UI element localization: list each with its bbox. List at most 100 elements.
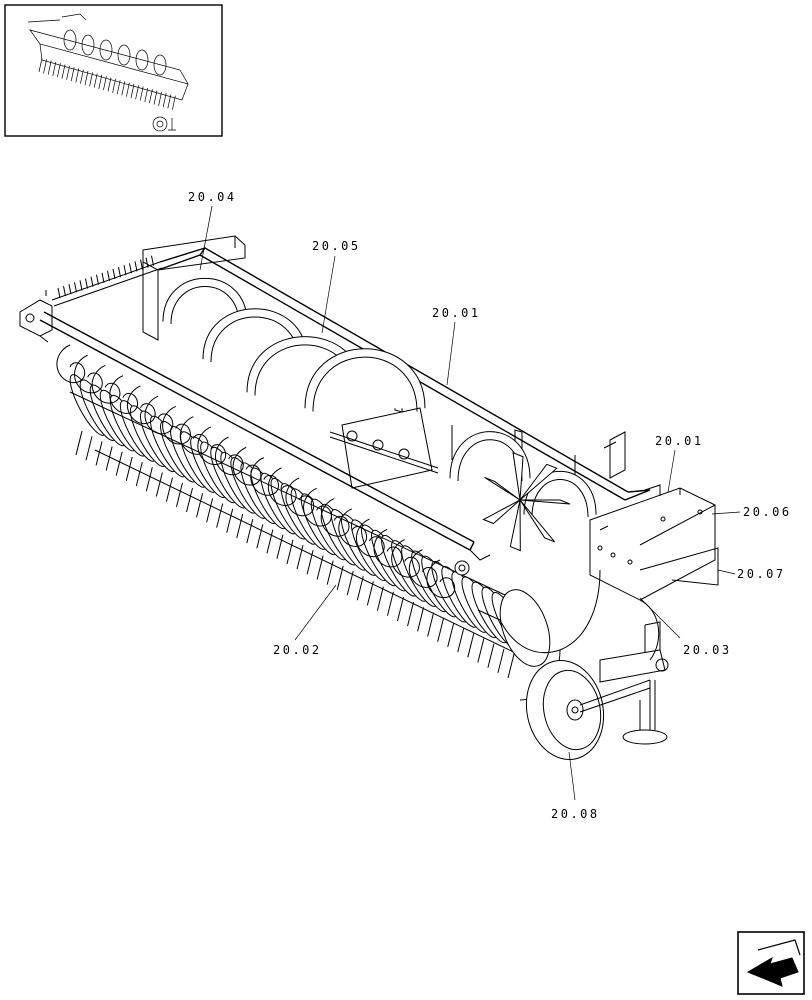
callout-20-08: 20.08	[551, 807, 600, 821]
leader-lines	[199, 205, 741, 801]
top-frame	[157, 247, 651, 501]
rotor-tine	[75, 430, 83, 456]
thumbnail-auger-flight	[153, 54, 167, 76]
rotor-tine	[356, 576, 364, 601]
rotor-tine	[467, 633, 475, 658]
spring-tine-loop	[162, 405, 191, 445]
spring-tine-loop	[373, 528, 403, 568]
thumbnail-tine	[162, 93, 167, 108]
thumbnail-tine	[149, 89, 153, 104]
thumbnail-tine	[130, 83, 135, 99]
thumbnail-pickup-rotor	[38, 29, 176, 110]
spring-tine-loop	[303, 487, 332, 527]
left-pivot-spring	[19, 255, 163, 343]
thumbnail-tine	[172, 95, 176, 110]
rotor-tine	[346, 570, 354, 596]
callout-20-01-rear: 20.01	[432, 306, 481, 320]
thumbnail-auger-flight	[81, 34, 95, 56]
spring-tine-loop	[56, 344, 86, 384]
callout-labels: 20.04 20.05 20.01 20.01 20.06 20.07 20.0…	[188, 190, 789, 821]
thumbnail-tine	[103, 76, 107, 91]
rotor-tine	[175, 482, 183, 507]
thumbnail-tine	[84, 70, 89, 86]
auger-center-shaft	[329, 407, 439, 489]
thumbnail-auger-flight	[63, 29, 77, 51]
thumbnail-tine	[61, 64, 66, 79]
rotor-tine	[386, 591, 394, 616]
gauge-wheel	[525, 621, 669, 761]
rotor-tine	[487, 643, 495, 668]
thumbnail-auger-flight	[99, 39, 113, 61]
rotor-tine	[95, 441, 103, 466]
thumbnail-tine	[89, 72, 93, 87]
previous-page-arrow-icon[interactable]	[737, 931, 805, 995]
rotor-tine	[165, 477, 173, 502]
thumbnail-tine	[158, 91, 162, 106]
rotor-tine	[497, 648, 505, 673]
spring-tine-loop	[232, 446, 262, 486]
thumbnail-tine	[66, 65, 70, 80]
auger-paddle	[484, 477, 521, 501]
thumbnail-tine	[52, 61, 57, 76]
auger-flight-edge	[312, 356, 418, 412]
thumbnail-tine	[112, 78, 116, 93]
rotor-tine	[437, 617, 445, 642]
thumbnail-auger-flight	[135, 49, 149, 71]
rotor-tine	[376, 586, 384, 611]
rotor-tine	[397, 596, 404, 622]
rotor-bottom-edge	[94, 449, 531, 661]
rotor-tine	[125, 456, 133, 482]
thumbnail-tine	[144, 87, 149, 102]
callout-20-02: 20.02	[273, 643, 322, 657]
thumbnail-tine	[70, 67, 75, 82]
front-tube	[39, 311, 475, 551]
rotor-tine	[286, 539, 294, 565]
callout-20-05: 20.05	[312, 239, 361, 253]
spring-tine-loops	[56, 344, 456, 599]
rotor-tine	[457, 627, 465, 653]
rotor-tine	[477, 638, 485, 663]
thumbnail-tine	[107, 77, 112, 92]
rotor-tine	[407, 602, 415, 627]
rotor-tine	[236, 513, 244, 539]
rotor-tine	[216, 503, 224, 528]
auger-flight-edge	[170, 286, 240, 325]
rear-side-box	[142, 235, 246, 341]
auger-paddle	[512, 451, 524, 501]
rotor-tine	[507, 653, 515, 679]
thumbnail-tine	[126, 82, 130, 97]
rotor-tine	[246, 519, 254, 544]
callout-20-03: 20.03	[683, 643, 732, 657]
rotor-top-edge	[69, 391, 506, 596]
pickup-rotor	[69, 374, 551, 679]
spring-tine-loop	[215, 436, 244, 476]
thumbnail-tine	[139, 86, 144, 101]
thumbnail-tine	[38, 57, 43, 73]
thumbnail-tine	[121, 81, 126, 96]
spring-tine-loop	[426, 559, 456, 599]
thumbnail-tine	[80, 69, 84, 84]
spring-tine-loop	[109, 375, 139, 414]
rotor-tine	[226, 508, 234, 533]
rotor-tine	[256, 524, 264, 549]
auger-flight	[449, 431, 531, 479]
spring-tine-loop	[91, 365, 121, 404]
rotor-tine	[186, 487, 193, 513]
rotor-tine	[196, 493, 204, 518]
rotor-tine	[105, 446, 113, 471]
auger-paddle	[482, 499, 521, 525]
rotor-tine	[206, 498, 214, 523]
thumbnail-tine	[93, 73, 98, 88]
thumbnail-auger-flight	[117, 44, 131, 66]
rotor-tine	[417, 607, 425, 632]
rotor-tine	[115, 451, 123, 476]
rotor-tine	[427, 612, 435, 637]
spring-tine-loop	[391, 539, 420, 578]
callout-20-04: 20.04	[188, 190, 237, 204]
auger-flight	[304, 348, 426, 409]
auger-flighting	[162, 278, 597, 552]
rotor-tine	[276, 534, 284, 559]
rotor-tine	[266, 529, 274, 554]
spring-tine-loop	[250, 457, 280, 496]
